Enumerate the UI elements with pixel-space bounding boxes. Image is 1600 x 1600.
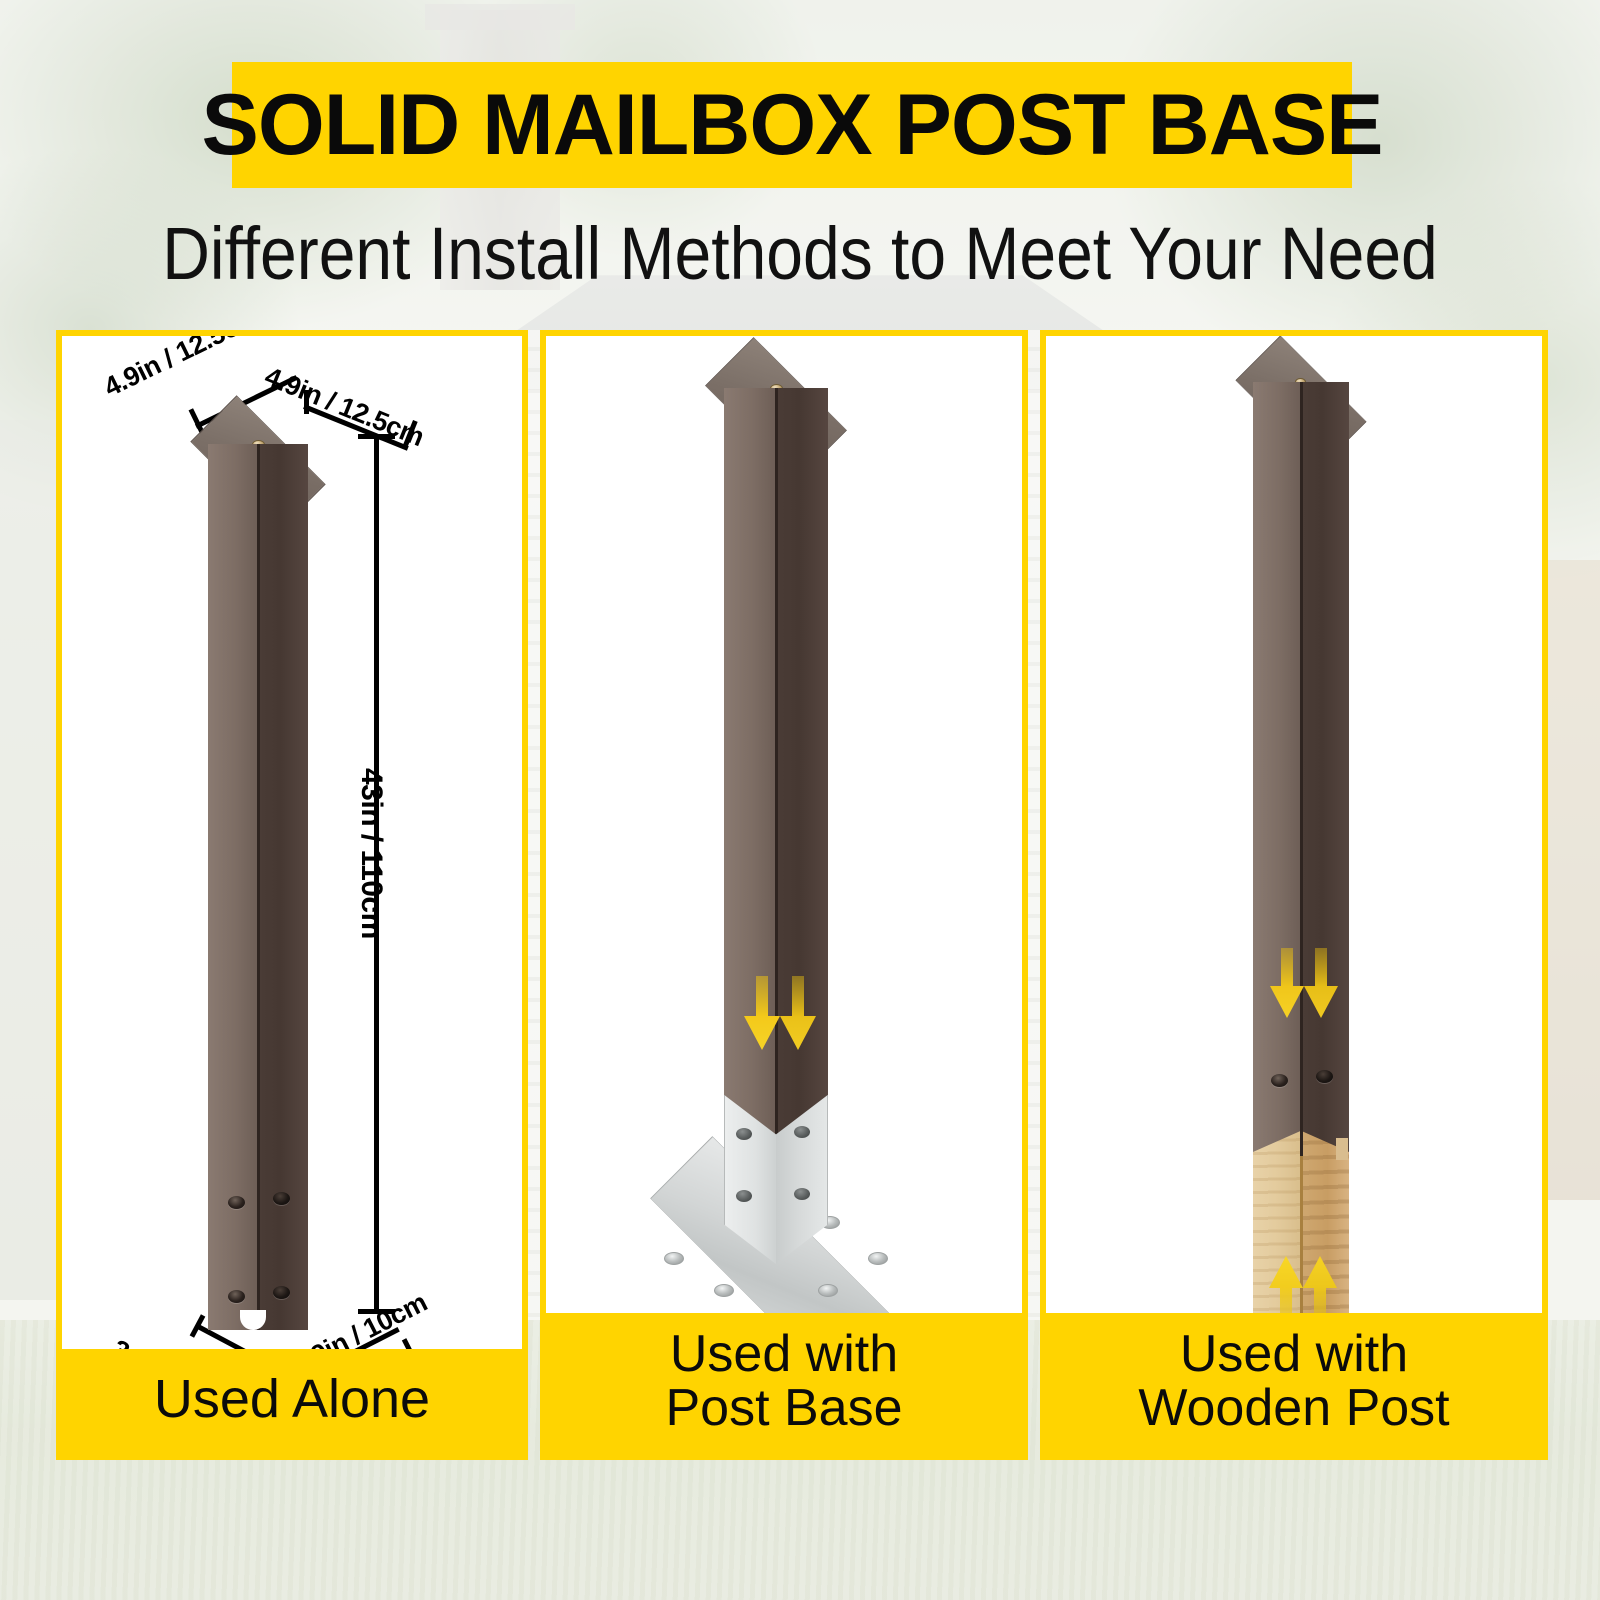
install-arrow-up-left — [1268, 1256, 1304, 1313]
panel-caption-used-alone: Used Alone — [62, 1349, 522, 1454]
bolt-hole-right-lower — [273, 1286, 290, 1299]
panel-caption-wooden-post: Used with Wooden Post — [1046, 1312, 1542, 1454]
post-bottom-notch — [240, 1310, 266, 1330]
bolt-hole-left-upper-3 — [1271, 1074, 1288, 1087]
panel-used-with-post-base: Used with Post Base — [540, 330, 1028, 1460]
bolt-hole-right-upper-3 — [1316, 1070, 1333, 1083]
wood-top-notch — [1336, 1138, 1348, 1160]
panel-row: 4.9in / 12.5cm 4.9in / 12.5cm 43in / 110… — [56, 330, 1548, 1460]
base-plate-hole-front-left — [714, 1284, 734, 1297]
dimension-line-height — [374, 434, 379, 1314]
post-corner-edge-2 — [774, 388, 778, 1150]
post-face-right-3 — [1301, 382, 1349, 1182]
panel-caption-wooden-post-line2: Wooden Post — [1138, 1379, 1450, 1438]
page-title: SOLID MAILBOX POST BASE — [201, 76, 1383, 173]
install-arrow-up-right — [1302, 1256, 1338, 1313]
bracket-hole-left-upper — [736, 1128, 752, 1140]
post-face-left — [208, 444, 258, 1330]
metal-post-sleeve-overlap — [1253, 1096, 1349, 1156]
bolt-hole-left-lower — [228, 1290, 245, 1303]
panel-used-alone-stage: 4.9in / 12.5cm 4.9in / 12.5cm 43in / 110… — [62, 336, 522, 1350]
sleeve-face-left — [1253, 1096, 1301, 1152]
page-subtitle: Different Install Methods to Meet Your N… — [162, 211, 1438, 294]
title-banner: SOLID MAILBOX POST BASE — [201, 62, 1384, 188]
bolt-hole-right-upper — [273, 1192, 290, 1205]
wood-corner-edge — [1299, 1126, 1303, 1313]
dimension-tick-top-center — [304, 390, 309, 414]
metal-post-3 — [1253, 382, 1349, 1182]
sleeve-corner-edge — [1299, 1096, 1303, 1156]
bracket-hole-right-upper — [794, 1126, 810, 1138]
post-base-bracket — [642, 1084, 910, 1313]
panel-post-base-stage — [546, 336, 1022, 1313]
dimension-tick-height-top — [358, 434, 395, 439]
install-arrow-down-left — [742, 976, 782, 1052]
dimension-top-left: 4.9in / 12.5cm — [99, 336, 264, 403]
post-corner-edge — [256, 444, 260, 1330]
install-arrow-down-right — [778, 976, 818, 1052]
panel-caption-post-base-line2: Post Base — [665, 1379, 903, 1438]
dimension-bottom-right: 3.9in / 10cm — [286, 1286, 432, 1350]
base-plate-hole-front-right — [818, 1284, 838, 1297]
panel-caption-post-base: Used with Post Base — [546, 1312, 1022, 1454]
bracket-hole-left-lower — [736, 1190, 752, 1202]
install-arrow-down-right-3 — [1302, 948, 1340, 1020]
panel-caption-post-base-line1: Used with — [669, 1324, 899, 1383]
install-arrow-down-left-3 — [1268, 948, 1306, 1020]
panel-wooden-post-stage — [1046, 336, 1542, 1313]
post-corner-edge-3 — [1299, 382, 1303, 1182]
panel-used-alone: 4.9in / 12.5cm 4.9in / 12.5cm 43in / 110… — [56, 330, 528, 1460]
panel-used-with-wooden-post: Used with Wooden Post — [1040, 330, 1548, 1460]
bracket-hole-right-lower — [794, 1188, 810, 1200]
bracket-face-right — [776, 1094, 828, 1264]
metal-post-1 — [208, 444, 308, 1330]
base-plate-hole-left — [664, 1252, 684, 1265]
post-face-left-3 — [1253, 382, 1301, 1182]
dimension-height: 43in / 110cm — [355, 768, 388, 939]
bolt-hole-left-upper — [228, 1196, 245, 1209]
dimension-tick-bottom-right-end — [401, 1338, 418, 1350]
dimension-tick-height-bottom — [358, 1309, 395, 1314]
post-face-right — [258, 444, 308, 1330]
base-plate-hole-right — [868, 1252, 888, 1265]
panel-caption-wooden-post-line1: Used with — [1179, 1324, 1409, 1383]
subtitle-container: Different Install Methods to Meet Your N… — [0, 205, 1600, 300]
